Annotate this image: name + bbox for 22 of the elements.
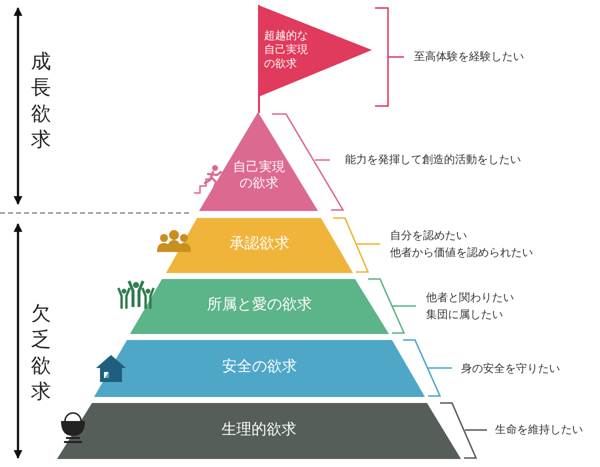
need-description: 至高体験を経験したい (414, 49, 524, 65)
pyramid-level (166, 218, 353, 273)
side-label: 欠乏欲求 (30, 300, 52, 404)
level-label: 超越的な自己実現の欲求 (264, 29, 309, 70)
level-label: 承認欲求 (228, 234, 290, 253)
flag (258, 5, 374, 113)
need-description: 能力を発揮して創造的活動をしたい (345, 152, 521, 168)
need-description: 集団に属したい (426, 307, 503, 323)
level-label: 自己実現の欲求 (232, 160, 286, 192)
need-description: 他者から価値を認められたい (390, 245, 533, 261)
need-description: 自分を認めたい (390, 228, 467, 244)
need-description: 他者と関わりたい (426, 290, 514, 306)
pyramid-level (130, 279, 389, 334)
level-label: 生理的欲求 (220, 420, 298, 439)
pyramid-level (94, 340, 425, 397)
need-description: 身の安全を守りたい (461, 361, 560, 377)
side-label: 成長欲求 (30, 48, 52, 152)
need-description: 生命を維持したい (495, 422, 583, 438)
pyramid-level (57, 403, 461, 459)
level-label: 安全の欲求 (221, 357, 298, 376)
level-label: 所属と愛の欲求 (206, 295, 313, 314)
pyramid-top (199, 112, 319, 211)
